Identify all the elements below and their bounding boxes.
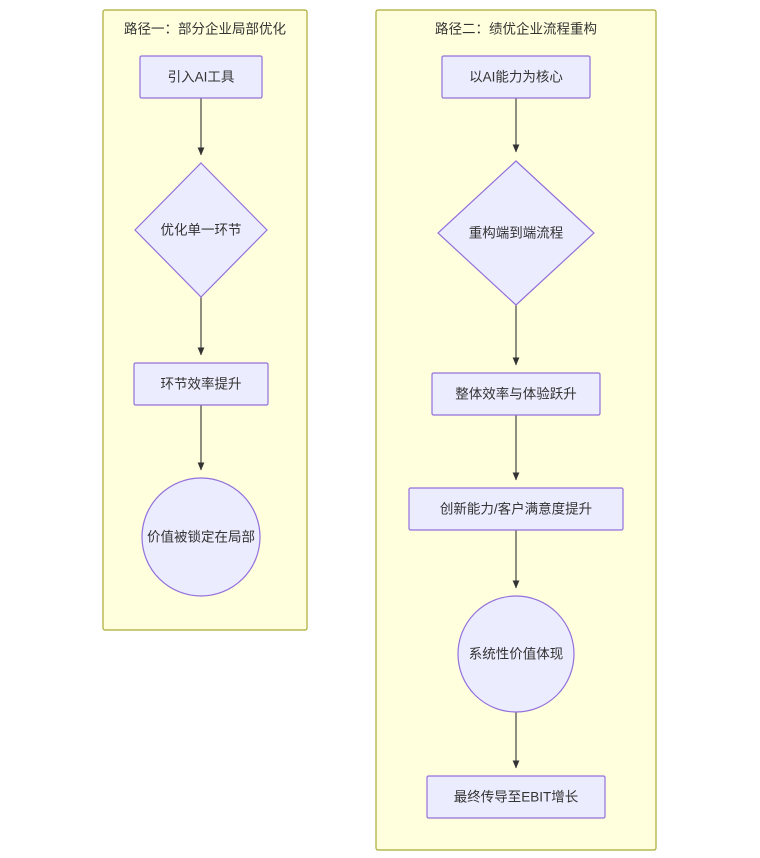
node-label-p2-n6: 最终传导至EBIT增长 xyxy=(454,790,579,805)
node-rect xyxy=(408,487,624,531)
subgraph-path-two: 路径二：绩优企业流程重构以AI能力为核心重构端到端流程整体效率与体验跃升创新能力… xyxy=(375,9,657,851)
node-rect xyxy=(426,775,606,819)
node-diamond xyxy=(134,162,268,298)
node-p2-n1: 以AI能力为核心 xyxy=(441,55,591,99)
node-label-p2-n1: 以AI能力为核心 xyxy=(469,70,563,85)
node-p2-n2: 重构端到端流程 xyxy=(437,160,595,306)
node-label-p1-n3: 环节效率提升 xyxy=(161,376,242,392)
node-rect xyxy=(431,372,601,416)
subgraph-container-path-one xyxy=(102,9,308,631)
node-label-p2-n3: 整体效率与体验跃升 xyxy=(455,386,577,402)
subgraph-title-path-one: 路径一：部分企业局部优化 xyxy=(124,21,286,37)
node-diamond xyxy=(437,160,595,306)
node-rect xyxy=(133,362,269,406)
node-p2-n5: 系统性价值体现 xyxy=(457,595,575,713)
node-rect xyxy=(139,55,263,99)
node-label-p2-n4: 创新能力/客户满意度提升 xyxy=(440,501,592,517)
node-p1-n3: 环节效率提升 xyxy=(133,362,269,406)
node-p2-n6: 最终传导至EBIT增长 xyxy=(426,775,606,819)
node-label-p2-n2: 重构端到端流程 xyxy=(469,226,564,241)
node-label-p1-n1: 引入AI工具 xyxy=(168,70,235,85)
node-p2-n4: 创新能力/客户满意度提升 xyxy=(408,487,624,531)
node-p2-n3: 整体效率与体验跃升 xyxy=(431,372,601,416)
node-p1-n4: 价值被锁定在局部 xyxy=(141,477,261,597)
subgraph-title-path-two: 路径二：绩优企业流程重构 xyxy=(435,21,597,37)
node-circle xyxy=(141,477,261,597)
node-label-p1-n4: 价值被锁定在局部 xyxy=(147,530,255,545)
node-p1-n1: 引入AI工具 xyxy=(139,55,263,99)
node-label-p1-n2: 优化单一环节 xyxy=(161,223,242,238)
node-p1-n2: 优化单一环节 xyxy=(134,162,268,298)
node-rect xyxy=(441,55,591,99)
node-label-p2-n5: 系统性价值体现 xyxy=(469,647,564,662)
node-circle xyxy=(457,595,575,713)
